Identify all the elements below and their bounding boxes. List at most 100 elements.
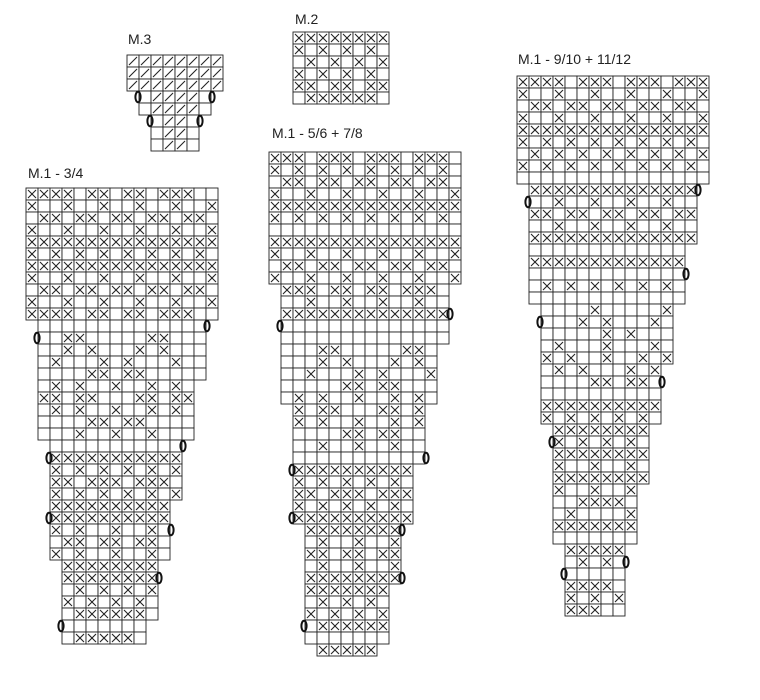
stitch-cell xyxy=(181,271,195,285)
stitch-cell-cross xyxy=(121,571,135,585)
stitch-cell-cross xyxy=(624,399,638,413)
stitch-cell-slash xyxy=(162,114,176,128)
stitch-cell xyxy=(588,507,602,521)
stitch-cell xyxy=(73,307,87,321)
stitch-cell-cross xyxy=(448,247,462,261)
stitch-cell xyxy=(157,439,171,453)
stitch-cell-cross xyxy=(352,427,366,441)
stitch-cell-cross xyxy=(205,295,219,309)
stitch-cell xyxy=(316,319,330,333)
stitch-cell xyxy=(292,319,306,333)
stitch-cell-cross xyxy=(540,279,554,293)
stitch-cell-cross xyxy=(109,379,123,393)
stitch-cell-cross xyxy=(61,259,75,273)
stitch-cell-cross xyxy=(624,111,638,125)
stitch-cell xyxy=(552,171,566,185)
stitch-cell-cross xyxy=(97,475,111,489)
stitch-cell-cross xyxy=(576,399,590,413)
stitch-cell-cross xyxy=(600,99,614,113)
stitch-cell xyxy=(49,199,63,213)
stitch-cell-cross xyxy=(648,231,662,245)
stitch-cell-cross xyxy=(636,351,650,365)
stitch-cell-cross xyxy=(73,427,87,441)
stitch-cell xyxy=(424,295,438,309)
stitch-cell-cross xyxy=(600,327,614,341)
stitch-cell-cross xyxy=(181,211,195,225)
stitch-cell-cross xyxy=(624,219,638,233)
stitch-cell-cross xyxy=(412,307,426,321)
stitch-cell xyxy=(576,351,590,365)
stitch-cell-cross xyxy=(37,307,51,321)
stitch-cell-cross xyxy=(268,235,282,249)
stitch-cell xyxy=(304,559,318,573)
stitch-cell xyxy=(412,319,426,333)
stitch-cell-cross xyxy=(588,579,602,593)
stitch-cell xyxy=(424,223,438,237)
stitch-cell-cross xyxy=(388,403,402,417)
stitch-cell-cross xyxy=(133,559,147,573)
stitch-cell xyxy=(280,211,294,225)
stitch-cell xyxy=(109,187,123,201)
stitch-cell-cross xyxy=(169,199,183,213)
stitch-cell xyxy=(37,199,51,213)
stitch-cell-slash xyxy=(174,66,188,80)
stitch-cell-cross xyxy=(412,415,426,429)
stitch-cell-cross xyxy=(109,427,123,441)
stitch-cell-cross xyxy=(636,159,650,173)
stitch-cell-cross xyxy=(540,159,554,173)
stitch-cell-slash xyxy=(174,126,188,140)
stitch-cell-cross xyxy=(412,403,426,417)
stitch-cell-cross xyxy=(588,603,602,617)
stitch-cell-cross xyxy=(340,643,354,657)
stitch-cell xyxy=(133,427,147,441)
stitch-cell-cross xyxy=(181,235,195,249)
stitch-cell-cross xyxy=(552,423,566,437)
stitch-cell-cross xyxy=(636,447,650,461)
stitch-cell-cross xyxy=(169,247,183,261)
stitch-cell-cross xyxy=(684,183,698,197)
stitch-cell xyxy=(109,199,123,213)
stitch-cell xyxy=(552,507,566,521)
stitch-cell xyxy=(328,499,342,513)
stitch-cell xyxy=(564,303,578,317)
stitch-cell xyxy=(133,631,147,645)
stitch-cell-cross xyxy=(97,415,111,429)
stitch-cell xyxy=(109,355,123,369)
stitch-cell-cross xyxy=(412,247,426,261)
stitch-cell xyxy=(648,135,662,149)
stitch-cell-cross xyxy=(121,247,135,261)
stitch-cell-slash xyxy=(198,54,212,68)
stitch-cell xyxy=(436,319,450,333)
stitch-cell xyxy=(73,199,87,213)
stitch-cell-cross xyxy=(328,259,342,273)
stitch-cell-cross xyxy=(316,511,330,525)
stitch-cell xyxy=(181,223,195,237)
stitch-cell-slash xyxy=(198,78,212,92)
stitch-cell-cross xyxy=(169,391,183,405)
stitch-cell xyxy=(304,211,318,225)
stitch-cell-cross xyxy=(624,375,638,389)
stitch-cell-slash xyxy=(126,54,140,68)
stitch-cell-cross xyxy=(388,199,402,213)
yarn-over-marker xyxy=(524,195,532,209)
stitch-cell xyxy=(400,451,414,465)
stitch-cell-cross xyxy=(588,447,602,461)
stitch-cell xyxy=(564,291,578,305)
stitch-cell-cross xyxy=(133,199,147,213)
stitch-cell xyxy=(376,631,390,645)
stitch-cell-cross xyxy=(636,471,650,485)
stitch-cell-cross xyxy=(109,511,123,525)
stitch-cell xyxy=(576,411,590,425)
stitch-cell xyxy=(600,603,614,617)
stitch-cell-cross xyxy=(376,619,390,633)
stitch-cell-cross xyxy=(552,195,566,209)
stitch-cell-cross xyxy=(364,259,378,273)
stitch-cell xyxy=(400,427,414,441)
stitch-cell-slash xyxy=(162,78,176,92)
stitch-cell-cross xyxy=(576,315,590,329)
stitch-cell xyxy=(97,343,111,357)
stitch-cell-cross xyxy=(292,199,306,213)
stitch-cell-cross xyxy=(588,75,602,89)
stitch-cell xyxy=(376,355,390,369)
stitch-cell-slash xyxy=(162,102,176,116)
